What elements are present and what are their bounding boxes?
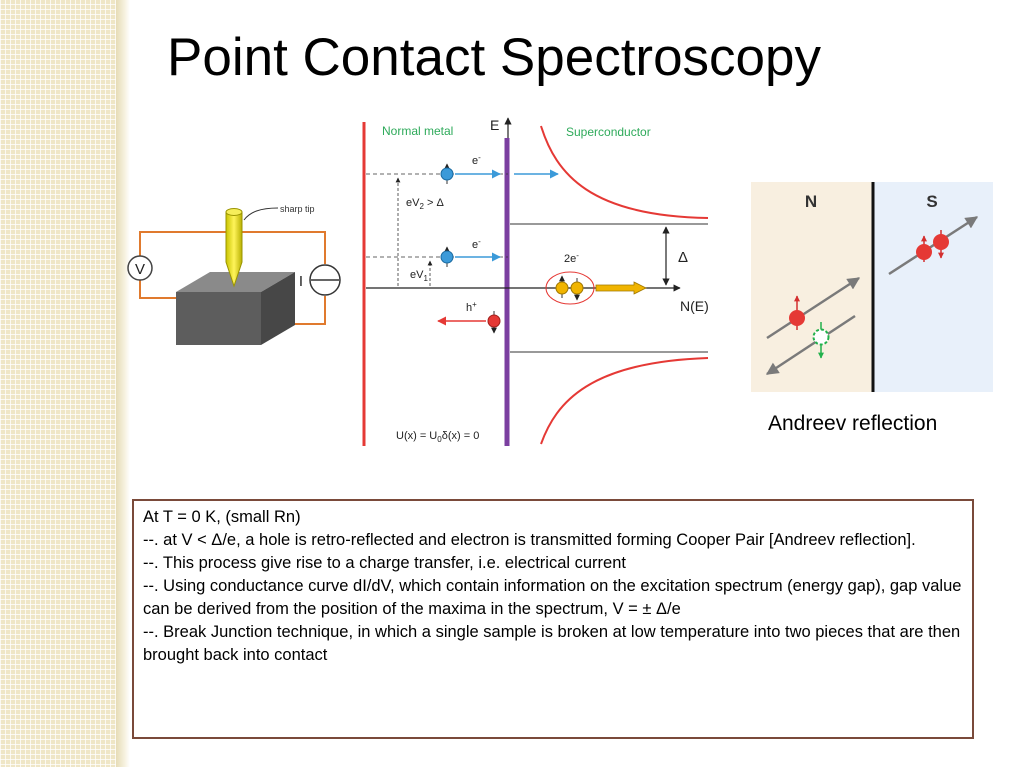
tip-setup-diagram: V I sharp tip (127, 204, 341, 345)
decorative-pattern-strip (0, 0, 116, 767)
cooper-electron-icon-2 (570, 281, 584, 295)
superconductor-dos-upper (540, 125, 709, 219)
page-title: Point Contact Spectroscopy (167, 28, 822, 87)
ev1-label: eV1 (410, 269, 428, 283)
explanation-textbox: At T = 0 K, (small Rn) --. at V < Δ/e, a… (132, 499, 974, 739)
ev2-label: eV2 > Δ (406, 197, 444, 211)
normal-metal-label: Normal metal (382, 124, 453, 138)
andreev-reflection-caption: Andreev reflection (768, 412, 938, 435)
normal-region (751, 182, 873, 392)
sample-block-side (261, 272, 295, 345)
electron-icon (789, 310, 805, 326)
gap-label: Δ (678, 249, 688, 266)
hole-icon (812, 328, 830, 346)
current-label: I (299, 273, 303, 290)
cooper-electron-icon-1 (555, 281, 569, 295)
sharp-tip-label: sharp tip (280, 204, 315, 214)
text-line-break-junction: --. Break Junction technique, in which a… (143, 623, 961, 664)
hole-icon (487, 314, 501, 328)
circuit-wire-right (288, 296, 326, 325)
reflected-hole-path (765, 314, 856, 376)
incident-electron-path (766, 276, 861, 340)
electron-label-lower: e- (472, 237, 481, 251)
circuit-wire-top (139, 231, 234, 258)
sample-block-front (176, 292, 261, 345)
electron-label-upper: e- (472, 153, 481, 167)
pair-electron-icon-2 (933, 234, 949, 250)
cooper-pair-motion-arrow (595, 281, 647, 295)
s-region-label: S (926, 192, 937, 211)
potential-label: U(x) = U0δ(x) = 0 (396, 430, 479, 444)
voltmeter-icon (127, 255, 153, 281)
n-region-label: N (805, 192, 817, 211)
sharp-tip-pointer (243, 207, 279, 221)
text-line-charge-transfer: --. This process give rise to a charge t… (143, 554, 626, 572)
dos-axis-label: N(E) (680, 298, 709, 314)
decorative-pattern-edge (116, 0, 130, 767)
voltmeter-label: V (135, 261, 145, 278)
hole-label: h+ (466, 300, 477, 314)
superconducting-region (873, 182, 993, 392)
text-line-temperature: At T = 0 K, (small Rn) (143, 508, 301, 526)
circuit-wire-bottom (139, 280, 176, 299)
energy-axis-label: E (490, 117, 499, 133)
electron-icon-upper (440, 167, 454, 181)
cooper-pair-label: 2e- (564, 251, 579, 265)
sharp-tip-top (225, 208, 243, 216)
circuit-wire-tip (242, 231, 326, 264)
cooper-pair-ring (545, 271, 595, 305)
pair-electron-icon-1 (916, 244, 932, 260)
text-line-andreev: --. at V < Δ/e, a hole is retro-reflecte… (143, 531, 916, 549)
superconductor-label: Superconductor (566, 125, 651, 139)
text-line-conductance: --. Using conductance curve dI/dV, which… (143, 577, 962, 618)
andreev-reflection-diagram: N S (751, 182, 993, 392)
energy-diagram: Normal metal E N(E) Δ Superconductor eV2… (362, 117, 709, 446)
cooper-pair-path (888, 215, 979, 276)
electron-icon-lower (440, 250, 454, 264)
superconductor-dos-lower (540, 357, 709, 445)
